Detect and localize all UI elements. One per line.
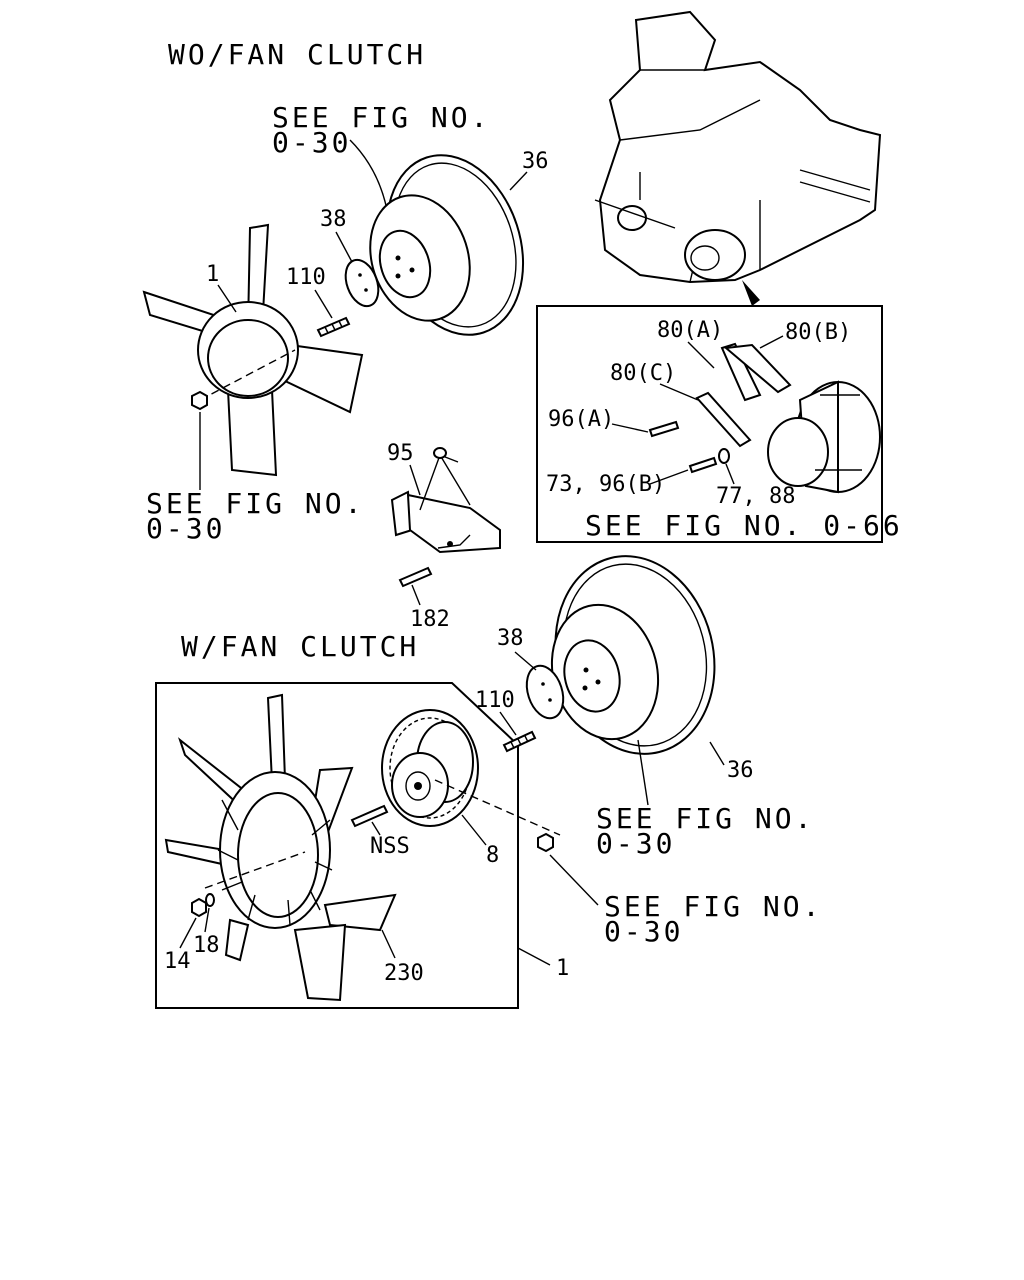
callout-18: 18 (193, 933, 220, 958)
leader-line (314, 289, 333, 319)
leader-line (549, 854, 599, 906)
leader-line (725, 463, 735, 485)
callout-nss: NSS (370, 834, 410, 859)
leader-line (759, 335, 784, 349)
callout-1-bottom: 1 (556, 956, 569, 981)
see-fig-label: SEE FIG NO. (604, 890, 822, 923)
center-line (434, 779, 561, 836)
spacer-plate-top (344, 258, 380, 308)
engine-outline (594, 10, 882, 306)
callout-182: 182 (410, 607, 450, 632)
fan-pulley-top (369, 154, 525, 336)
leader-line (637, 739, 649, 806)
callout-77-88: 77, 88 (716, 484, 795, 509)
cooling-fan-top (142, 223, 364, 477)
alternator-bracket-a (720, 342, 762, 402)
washer-18 (205, 893, 215, 907)
bolt-182 (398, 566, 433, 588)
callout-36-bottom: 36 (727, 758, 754, 783)
leader-line (217, 284, 237, 313)
leader-line (179, 917, 197, 949)
hex-nut-bottom-right (537, 832, 554, 853)
fan-bracket-assembly (390, 447, 501, 554)
callout-38-top: 38 (320, 207, 347, 232)
fig-number-label: 0-30 (596, 827, 675, 860)
see-fig-reference-0-66: SEE FIG NO. 0-66 (585, 509, 903, 542)
callout-80a: 80(A) (657, 318, 723, 343)
leader-line (509, 171, 528, 191)
stud-nss (350, 804, 389, 828)
leader-line (349, 139, 389, 216)
callout-38-bottom: 38 (497, 626, 524, 651)
callout-96a: 96(A) (548, 407, 614, 432)
stud-top (316, 316, 351, 338)
cooling-fan-with-shroud (164, 693, 397, 1002)
fig-number-label: 0-30 (604, 915, 683, 948)
leader-line (649, 469, 689, 485)
leader-line (335, 231, 353, 263)
leader-line (611, 423, 649, 433)
callout-73-96b: 73, 96(B) (546, 472, 665, 497)
stud-bottom (502, 730, 537, 753)
leader-line (381, 929, 396, 959)
fig-number-label: 0-30 (146, 512, 225, 545)
leader-line (371, 821, 381, 836)
alternator (767, 380, 881, 494)
hex-nut-top (191, 390, 208, 411)
callout-36-top: 36 (522, 149, 549, 174)
callout-1-top: 1 (206, 262, 219, 287)
see-fig-label: SEE FIG NO. (272, 101, 490, 134)
section-title-without-clutch: WO/FAN CLUTCH (168, 38, 426, 71)
leader-line (461, 814, 487, 846)
leader-line (659, 383, 699, 401)
leader-line (499, 711, 517, 736)
leader-line (411, 584, 421, 606)
callout-14: 14 (164, 949, 191, 974)
section-title-with-clutch: W/FAN CLUTCH (181, 630, 419, 663)
callout-230: 230 (384, 961, 424, 986)
bolt-96b (688, 456, 718, 474)
alternator-bracket-b (723, 343, 792, 394)
fig-number-label: 0-30 (272, 126, 351, 159)
callout-95: 95 (387, 441, 414, 466)
callout-110-top: 110 (286, 265, 326, 290)
bolt-96a (648, 420, 680, 438)
hex-nut-14 (191, 897, 207, 918)
leader-line (709, 741, 725, 766)
washer (718, 448, 730, 464)
fan-clutch-assembly-frame (155, 682, 519, 1009)
leader-line (517, 947, 551, 966)
fan-clutch (381, 709, 479, 827)
alternator-bracket-inset (536, 305, 883, 543)
leader-line (409, 464, 421, 496)
leader-line (514, 651, 537, 671)
fan-pulley-bottom (550, 555, 716, 755)
callout-110-bottom: 110 (475, 688, 515, 713)
leader-line (687, 341, 715, 369)
alternator-bracket-c (695, 391, 752, 448)
leader-line (204, 907, 210, 933)
callout-80b: 80(B) (785, 320, 851, 345)
callout-80c: 80(C) (610, 361, 676, 386)
spacer-plate-bottom (525, 664, 565, 720)
see-fig-label: SEE FIG NO. (596, 802, 814, 835)
callout-8: 8 (486, 843, 499, 868)
see-fig-label: SEE FIG NO. (146, 487, 364, 520)
